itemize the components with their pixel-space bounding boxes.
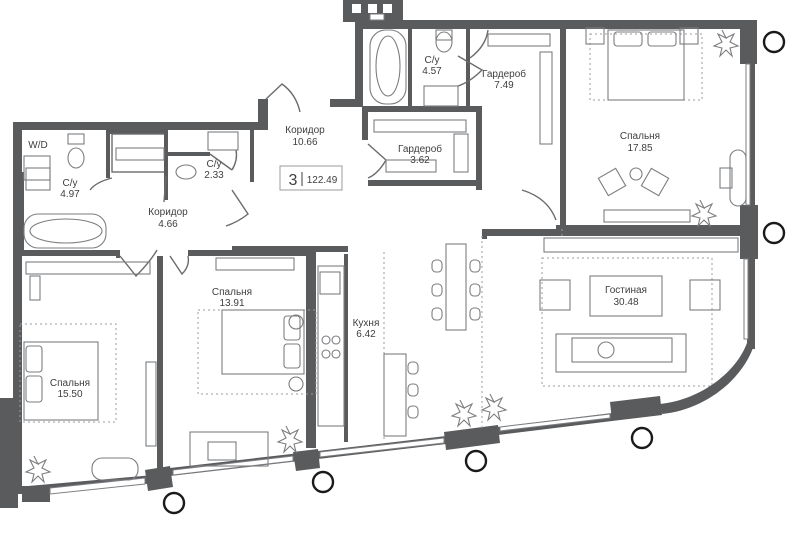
room-name-bedroom1: Спальня [620, 131, 660, 142]
bed-icon [607, 29, 685, 101]
room-area-bath2: 2.33 [204, 170, 224, 181]
sink-icon [207, 131, 239, 151]
room-area-bath1: 4.97 [60, 189, 80, 200]
tv-console [543, 237, 739, 253]
room-name-bath1: С/у [63, 178, 78, 189]
wardrobe-rail-1 [115, 147, 165, 161]
room-area-bath3: 4.57 [422, 66, 442, 77]
room-area-kitchen: 6.42 [356, 329, 376, 340]
plant-icon [712, 29, 740, 58]
bathtub-icon [369, 29, 407, 105]
room-name-kitchen: Кухня [353, 318, 380, 329]
plant-icon [276, 425, 304, 454]
bed-icon [23, 341, 99, 421]
room-labels: W/D С/у 4.97 С/у 2.33 С/у 4.57 Коридор 1… [28, 55, 660, 400]
toilet-icon [435, 31, 453, 53]
rooms-count: 3 [289, 172, 298, 189]
tv-stand [603, 209, 691, 223]
kitchen-island [383, 353, 407, 437]
dining-table [445, 243, 467, 331]
furniture [19, 27, 747, 484]
bed-icon [221, 309, 305, 375]
room-name-wd: W/D [28, 140, 47, 151]
kitchen-counter [317, 265, 345, 427]
room-name-corridor2: Коридор [148, 207, 188, 218]
room-name-living: Гостиная [605, 285, 647, 296]
room-name-corridor1: Коридор [285, 125, 325, 136]
room-area-bedroom1: 17.85 [627, 143, 652, 154]
toilet-icon [67, 147, 85, 169]
coffee-table [589, 275, 663, 317]
plant-icon [450, 399, 478, 428]
plant-icon [480, 393, 508, 422]
room-area-bedroom3: 15.50 [57, 389, 82, 400]
plant-icon [690, 199, 718, 228]
interior-walls [20, 29, 745, 468]
toilet-icon [175, 164, 197, 180]
room-area-living: 30.48 [613, 297, 638, 308]
column-markers [162, 30, 786, 515]
plant-icon [24, 455, 52, 484]
armchair-icon [539, 279, 571, 311]
desk-icon [189, 431, 269, 467]
room-name-wardrobe1: Гардероб [482, 68, 526, 80]
room-area-wardrobe2: 3.62 [410, 155, 430, 166]
room-area-wardrobe1: 7.49 [494, 80, 514, 91]
room-name-wardrobe2: Гардероб [398, 143, 442, 155]
sink-icon [25, 167, 51, 191]
room-name-bath2: С/у [207, 159, 222, 170]
room-name-bath3: С/у [425, 55, 440, 66]
armchair-icon [689, 279, 721, 311]
armchair-icon [91, 457, 139, 481]
wardrobe-panel [145, 361, 157, 447]
room-area-bedroom2: 13.91 [219, 298, 244, 309]
room-area-corridor2: 4.66 [158, 219, 178, 230]
apartment-badge: 3 122.49 [279, 165, 343, 191]
room-name-bedroom3: Спальня [50, 378, 90, 389]
sofa-icon [555, 333, 687, 373]
top-notches [352, 4, 392, 13]
apartment-area: 122.49 [307, 175, 338, 186]
sink-icon [423, 85, 459, 107]
bathtub-icon [23, 213, 107, 249]
room-area-corridor1: 10.66 [292, 137, 317, 148]
room-name-bedroom2: Спальня [212, 287, 252, 298]
